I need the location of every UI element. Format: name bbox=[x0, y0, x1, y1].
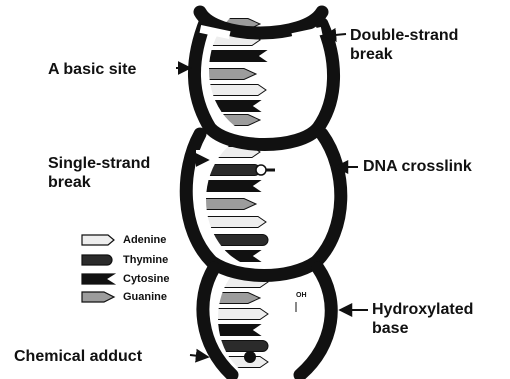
thymine-shape-icon bbox=[82, 255, 112, 265]
double-strand-label-line1: Double-strand bbox=[350, 26, 458, 45]
single-strand-label-line1: Single-strand bbox=[48, 154, 150, 173]
backbone-strand bbox=[300, 268, 331, 375]
label-dna-crosslink: DNA crosslink bbox=[363, 157, 472, 176]
helix-backbone bbox=[186, 12, 341, 375]
cytosine-shape-icon bbox=[82, 274, 114, 284]
label-chemical-adduct: Chemical adduct bbox=[14, 347, 142, 366]
hydroxylated-label-line2: base bbox=[372, 319, 473, 338]
single-strand-label-line2: break bbox=[48, 173, 150, 192]
label-double-strand-break: Double-strand break bbox=[350, 26, 458, 64]
legend-label-guanine: Guanine bbox=[123, 291, 167, 304]
hydroxylated-label-line1: Hydroxylated bbox=[372, 300, 473, 319]
label-arrow bbox=[190, 355, 208, 357]
label-single-strand-break: Single-strand break bbox=[48, 154, 150, 192]
legend-label-thymine: Thymine bbox=[123, 254, 168, 267]
chemical-adduct-dot bbox=[244, 351, 256, 363]
legend-label-cytosine: Cytosine bbox=[123, 273, 169, 286]
base-thymine bbox=[194, 165, 260, 176]
guanine-shape-icon bbox=[82, 292, 114, 302]
label-hydroxylated-base: Hydroxylated base bbox=[372, 300, 473, 338]
single-strand-gap bbox=[196, 150, 212, 156]
base-adenine bbox=[194, 85, 266, 96]
base-adenine bbox=[198, 357, 268, 368]
crosslink-marker bbox=[256, 165, 266, 175]
base-guanine bbox=[194, 69, 256, 80]
base-guanine bbox=[194, 199, 256, 210]
adenine-shape-icon bbox=[82, 235, 114, 245]
label-abasic-site: A basic site bbox=[48, 60, 136, 79]
legend-label-adenine: Adenine bbox=[123, 234, 166, 247]
base-cytosine bbox=[194, 51, 266, 62]
oh-mark: OH bbox=[296, 292, 307, 299]
base-adenine bbox=[194, 217, 266, 228]
legend-icons bbox=[80, 232, 120, 312]
double-strand-label-line2: break bbox=[350, 45, 458, 64]
base-cytosine bbox=[194, 181, 260, 192]
legend: Adenine Thymine Cytosine Guanine bbox=[80, 232, 200, 312]
